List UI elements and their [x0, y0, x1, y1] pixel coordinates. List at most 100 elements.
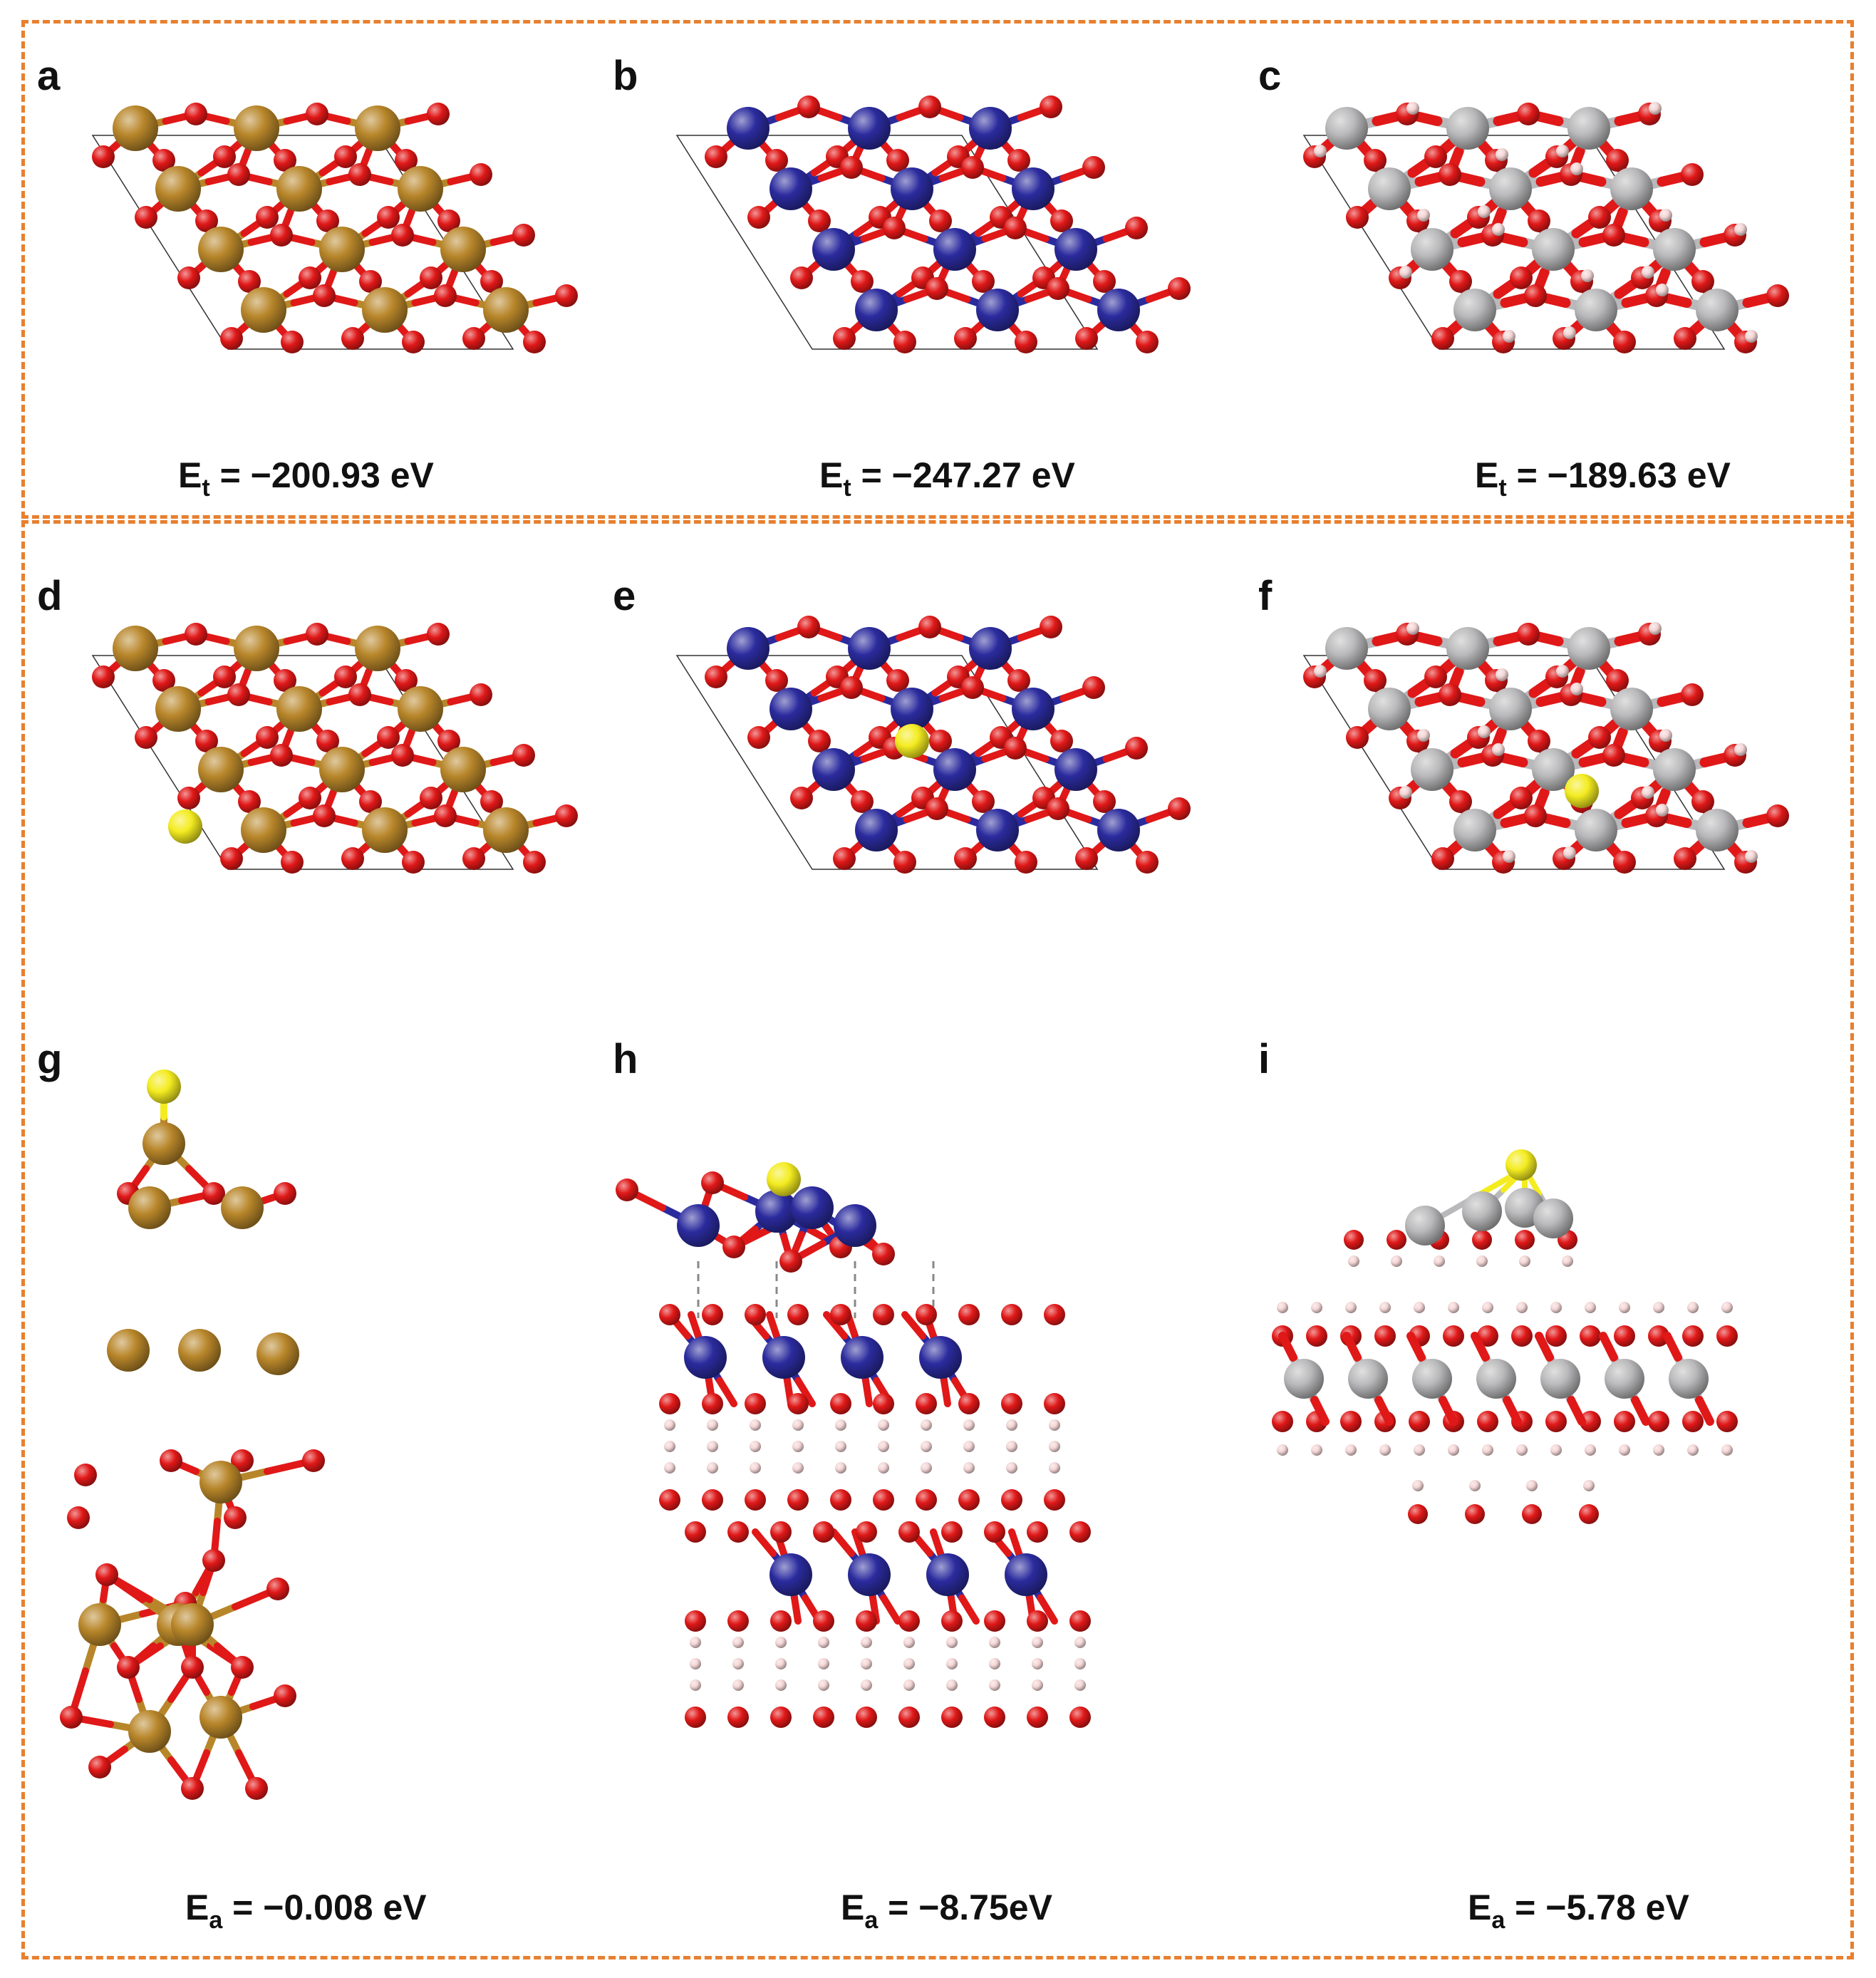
oxygen-atom — [306, 623, 328, 646]
co-atom — [926, 1553, 969, 1596]
oxygen-atom — [1691, 790, 1714, 813]
hydrogen-atom — [750, 1419, 761, 1431]
oxygen-atom — [797, 95, 820, 118]
hydrogen-atom — [792, 1441, 804, 1452]
hydrogen-atom — [989, 1658, 1000, 1669]
oxygen-atom — [770, 1521, 792, 1543]
fe-atom — [398, 686, 443, 732]
co-atom — [677, 1204, 720, 1247]
structure-a — [91, 103, 578, 353]
top-dashed-frame — [21, 20, 1854, 519]
hydrogen-atom — [1412, 1480, 1424, 1491]
hydrogen-atom — [1585, 1302, 1596, 1313]
oxygen-atom — [202, 1182, 225, 1205]
oxygen-atom — [1093, 790, 1116, 813]
hydrogen-atom — [1414, 1444, 1425, 1456]
hydrogen-atom — [664, 1419, 675, 1431]
hydrogen-atom — [1550, 1444, 1562, 1456]
oxygen-atom — [470, 163, 492, 186]
oxygen-atom — [1125, 737, 1148, 760]
oxygen-atom — [181, 1656, 204, 1679]
hydrogen-atom — [732, 1658, 744, 1669]
co-atom — [769, 688, 812, 730]
oxygen-atom — [705, 666, 727, 688]
hydrogen-atom — [1659, 209, 1672, 222]
oxygen-atom — [1364, 149, 1387, 172]
oxygen-atom — [185, 623, 207, 646]
oxygen-atom — [195, 730, 218, 752]
oxygen-atom — [765, 669, 788, 692]
oxygen-atom — [856, 1707, 877, 1728]
sulfur-atom — [1506, 1149, 1537, 1181]
oxygen-atom — [220, 847, 243, 870]
panel-letter-f: f — [1258, 573, 1273, 619]
oxygen-atom — [1681, 163, 1704, 186]
fe-atom — [221, 1186, 264, 1229]
oxygen-atom — [462, 847, 485, 870]
oxygen-atom — [270, 744, 293, 767]
oxygen-atom — [177, 266, 200, 289]
oxygen-atom — [1588, 726, 1611, 749]
hydrogen-atom — [1448, 1444, 1459, 1456]
oxygen-atom — [958, 1489, 980, 1511]
panel-letter-a: a — [37, 53, 61, 99]
co-atom — [969, 107, 1012, 150]
oxygen-atom — [1015, 331, 1037, 353]
bond — [1631, 1396, 1650, 1426]
fe-atom — [155, 686, 201, 732]
fe-atom — [483, 287, 529, 333]
oxygen-atom — [274, 1182, 296, 1205]
hydrogen-atom — [1745, 330, 1758, 343]
hydrogen-atom — [690, 1637, 701, 1648]
structure-h — [616, 1162, 1091, 1728]
structure-i — [1272, 1149, 1738, 1524]
ni-atom — [1567, 107, 1610, 150]
hydrogen-atom — [750, 1462, 761, 1474]
hydrogen-atom — [989, 1637, 1000, 1648]
fe-atom — [171, 1603, 214, 1646]
hydrogen-atom — [664, 1462, 675, 1474]
hydrogen-atom — [903, 1679, 915, 1691]
hydrogen-atom — [750, 1441, 761, 1452]
oxygen-atom — [1040, 95, 1062, 118]
oxygen-atom — [929, 730, 952, 752]
oxygen-atom — [1431, 847, 1454, 870]
oxygen-atom — [270, 224, 293, 247]
panel-letter-b: b — [613, 53, 638, 99]
structure-c — [1302, 102, 1789, 353]
oxygen-atom — [1579, 1504, 1599, 1524]
energy-label-c: Et = −189.63 eV — [1475, 455, 1731, 502]
oxygen-atom — [958, 1304, 980, 1325]
co-atom — [1012, 167, 1054, 210]
hydrogen-atom — [1277, 1302, 1288, 1313]
oxygen-atom — [1044, 1393, 1065, 1414]
oxygen-atom — [886, 669, 909, 692]
bond — [1310, 1396, 1330, 1426]
co-atom — [769, 167, 812, 210]
oxygen-atom — [1545, 1411, 1567, 1432]
oxygen-atom — [705, 145, 727, 168]
panel-letter-c: c — [1258, 53, 1282, 99]
oxygen-atom — [1007, 669, 1030, 692]
hydrogen-atom — [1006, 1419, 1017, 1431]
co-atom — [841, 1336, 883, 1379]
fe-atom — [355, 105, 400, 151]
ni-atom — [1453, 289, 1496, 331]
oxygen-atom — [1431, 327, 1454, 350]
hydrogen-atom — [1570, 162, 1583, 175]
hydrogen-atom — [1556, 665, 1569, 678]
panel-g: g Ea = −0.008 eV — [28, 1019, 613, 1945]
oxygen-atom — [984, 1707, 1005, 1728]
structure-f — [1302, 622, 1789, 874]
panel-b: b Et = −247.27 eV — [613, 36, 1225, 502]
oxygen-atom — [302, 1449, 325, 1472]
oxygen-atom — [808, 209, 831, 232]
oxygen-atom — [1613, 331, 1636, 353]
oxygen-atom — [341, 847, 364, 870]
ni-atom — [1368, 167, 1411, 210]
hydrogen-atom — [878, 1419, 889, 1431]
oxygen-atom — [88, 1756, 111, 1778]
oxygen-atom — [1648, 1325, 1669, 1347]
oxygen-atom — [1387, 1230, 1406, 1250]
oxygen-atom — [437, 209, 460, 232]
